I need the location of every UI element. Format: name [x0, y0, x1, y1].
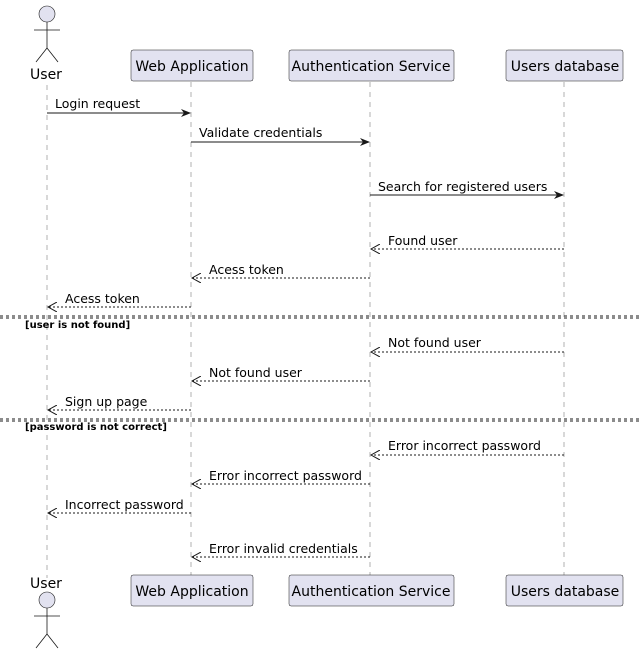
message-label: Error incorrect password: [388, 438, 541, 453]
message-error-invalid-credentials: Error invalid credentials: [192, 541, 370, 557]
message-label: Incorrect password: [65, 497, 184, 512]
message-label: Found user: [388, 233, 458, 248]
group-label: [password is not correct]: [25, 422, 167, 433]
message-label: Search for registered users: [378, 179, 547, 194]
group-password-not-correct: [password is not correct]: [0, 418, 639, 433]
message-validate-credentials: Validate credentials: [191, 125, 370, 146]
participant-authentication-service-label-bottom: Authentication Service: [292, 584, 451, 600]
participant-users-database-label-bottom: Users database: [511, 584, 620, 600]
message-acess-token-to-web: Acess token: [192, 262, 370, 278]
participant-web-application-bottom: Web Application: [130, 574, 254, 607]
actor-user-label-bottom: User: [30, 576, 62, 592]
actor-user-top: User: [30, 5, 62, 83]
participant-authentication-service-top: Authentication Service: [288, 49, 455, 82]
message-acess-token-to-user: Acess token: [48, 291, 191, 307]
message-not-found-user-to-web: Not found user: [192, 365, 370, 381]
message-label: Not found user: [209, 365, 303, 380]
message-label: Validate credentials: [199, 125, 322, 140]
group-label: [user is not found]: [25, 320, 130, 331]
group-user-not-found: [user is not found]: [0, 315, 639, 331]
message-label: Sign up page: [65, 394, 148, 409]
message-error-incorrect-password-to-auth: Error incorrect password: [371, 438, 564, 455]
participant-web-application-top: Web Application: [130, 49, 254, 82]
message-label: Acess token: [65, 291, 140, 306]
message-search-for-registered-users: Search for registered users: [370, 179, 564, 199]
participant-users-database-top: Users database: [505, 49, 624, 82]
message-incorrect-password: Incorrect password: [48, 497, 191, 513]
participant-users-database-label: Users database: [511, 59, 620, 75]
actor-head-icon: [38, 5, 56, 23]
participant-web-application-label-bottom: Web Application: [135, 584, 248, 600]
message-found-user: Found user: [371, 233, 564, 249]
message-label: Login request: [55, 96, 140, 111]
actor-user-bottom: User: [30, 576, 62, 649]
participant-web-application-label: Web Application: [135, 59, 248, 75]
message-sign-up-page: Sign up page: [48, 394, 191, 410]
participant-users-database-bottom: Users database: [505, 574, 624, 607]
actor-head-icon: [38, 591, 56, 609]
message-label: Acess token: [209, 262, 284, 277]
message-label: Error incorrect password: [209, 468, 362, 483]
message-login-request: Login request: [47, 96, 191, 117]
message-error-incorrect-password-to-web: Error incorrect password: [192, 468, 370, 484]
participant-authentication-service-bottom: Authentication Service: [288, 574, 455, 607]
message-not-found-user-to-auth: Not found user: [371, 335, 564, 352]
actor-user-label-top: User: [30, 67, 62, 83]
participant-authentication-service-label: Authentication Service: [292, 59, 451, 75]
message-label: Not found user: [388, 335, 482, 350]
message-label: Error invalid credentials: [209, 541, 358, 556]
